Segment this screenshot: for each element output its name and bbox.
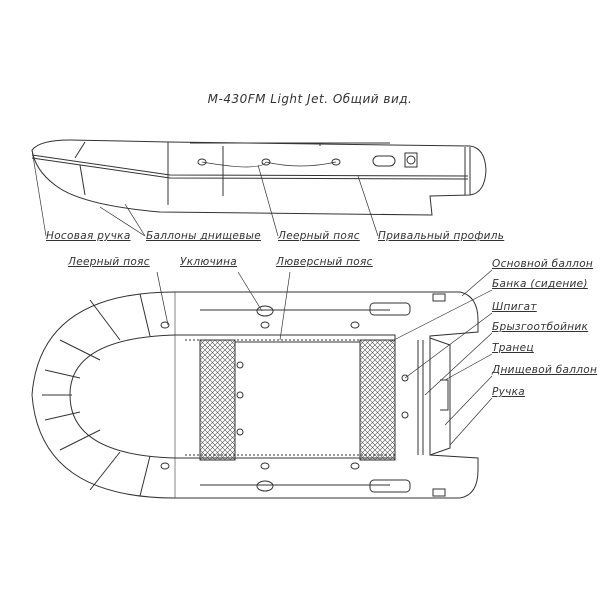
- top-view: [31, 291, 479, 499]
- label-transom: Транец: [492, 342, 534, 354]
- label-lifeline-top: Леерный пояс: [68, 256, 150, 268]
- label-bottom-tubes: Баллоны днищевые: [146, 230, 262, 242]
- label-main-tube: Основной баллон: [492, 258, 594, 270]
- label-rub-strake: Привальный профиль: [378, 230, 505, 242]
- label-bottom-tube: Днищевой баллон: [492, 364, 598, 376]
- drawing-title: M-430FM Light Jet. Общий вид.: [207, 92, 413, 106]
- label-scupper: Шпигат: [492, 301, 537, 313]
- label-splash-guard: Брызгоотбойник: [492, 321, 589, 333]
- label-grommet-belt: Люверсный пояс: [276, 256, 373, 268]
- side-view: [31, 139, 487, 216]
- label-lifeline: Леерный пояс: [278, 230, 360, 242]
- label-seat: Банка (сидение): [492, 278, 588, 290]
- label-oarlock: Уключина: [180, 256, 238, 268]
- side-view-leaders: [31, 149, 379, 237]
- top-view-leaders: [156, 269, 493, 446]
- label-handle: Ручка: [492, 386, 526, 398]
- label-bow-handle: Носовая ручка: [46, 230, 131, 242]
